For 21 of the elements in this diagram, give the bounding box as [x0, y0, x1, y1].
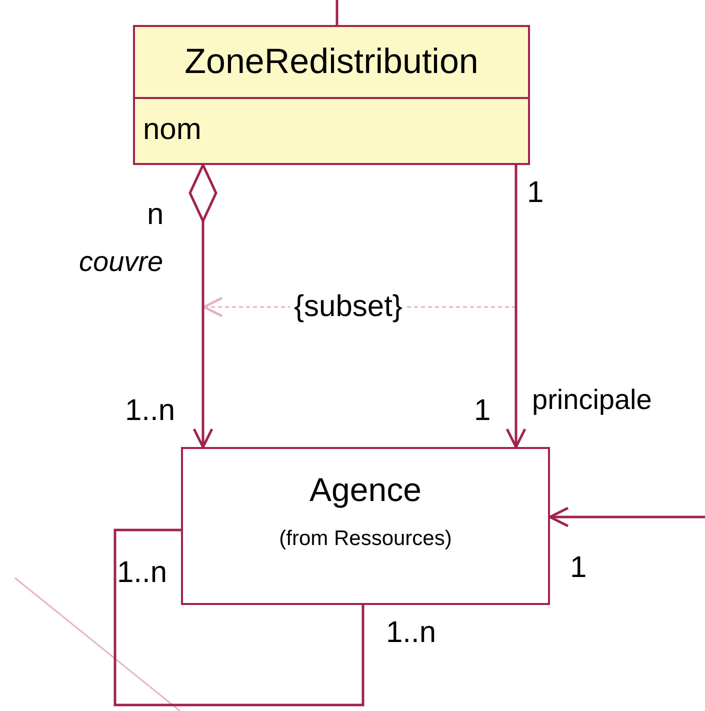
attribute-text: nom [143, 113, 202, 146]
class-box [181, 447, 550, 605]
arrow [548, 506, 705, 528]
arrow [506, 165, 526, 448]
multiplicity-label: 1 [474, 396, 491, 426]
multiplicity-label: 1..n [386, 618, 436, 648]
multiplicity-label: 1 [570, 553, 587, 583]
role-name: principale [532, 386, 652, 414]
connector-line [114, 528, 364, 706]
connector-line [336, 0, 338, 25]
multiplicity-label: 1..n [125, 396, 176, 426]
class-box [133, 25, 530, 165]
class-name: ZoneRedistribution [184, 40, 478, 83]
multiplicity-label: 1 [527, 178, 544, 208]
role-name: couvre [79, 248, 164, 276]
class-name: Agence [310, 470, 422, 510]
multiplicity-label: n [147, 200, 164, 230]
package-note: (from Ressources) [279, 526, 452, 552]
constraint-label: {subset} [290, 292, 406, 322]
multiplicity-label: 1..n [117, 558, 168, 588]
aggregation-arrow [188, 162, 218, 448]
